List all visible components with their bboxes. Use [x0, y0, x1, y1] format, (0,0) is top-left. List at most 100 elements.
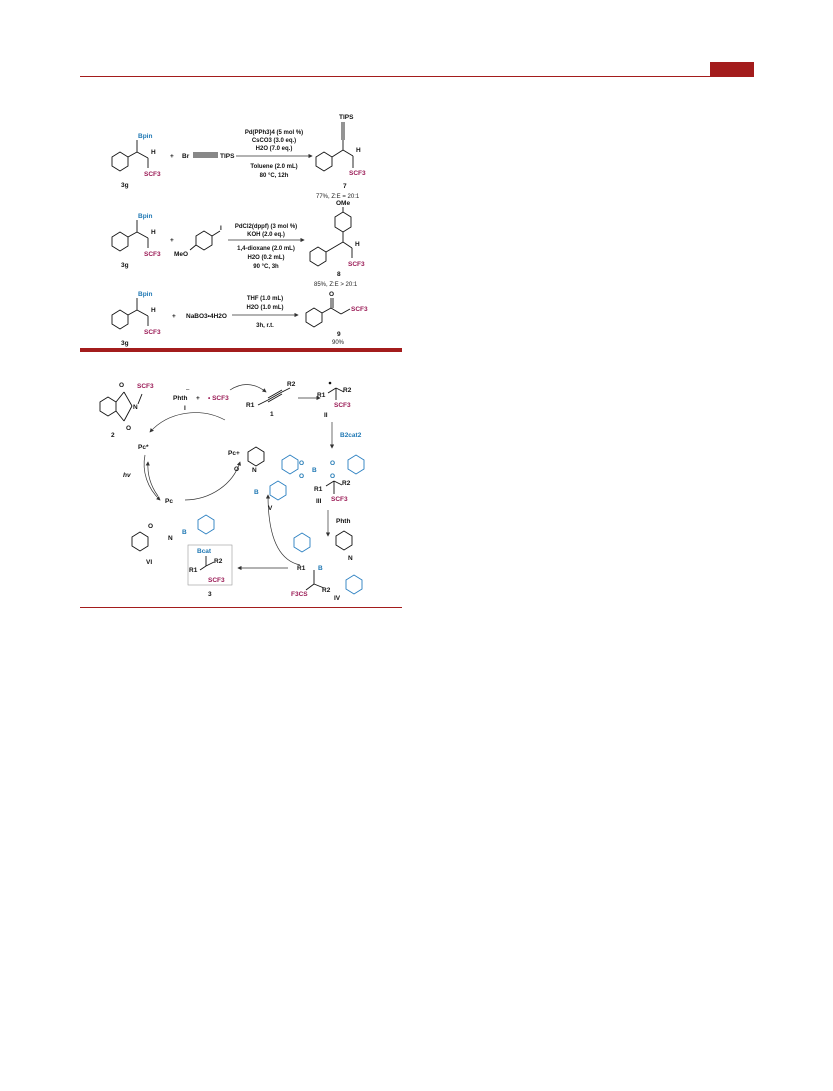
- svg-text:O: O: [330, 460, 335, 467]
- rxn2-partner: I MeO: [174, 225, 222, 258]
- cycle-arrow-right: [184, 461, 241, 501]
- rxn1-substrate-3g: Bpin H SCF3 3g: [111, 133, 161, 189]
- product-h-label-2: H: [355, 241, 360, 248]
- pc-star-label: Pc*: [138, 444, 149, 451]
- alkyne-r1: R1: [246, 402, 255, 409]
- tips-label: TIPS: [220, 153, 235, 160]
- phth-anion: Phth: [173, 395, 187, 402]
- rxn2-substrate-3g: Bpin H SCF3 3g: [111, 213, 161, 269]
- o-label-b: O: [126, 425, 131, 432]
- plus-mech: +: [196, 395, 200, 402]
- hv-label: hv: [123, 472, 131, 479]
- compound-label-3g-3: 3g: [121, 340, 129, 347]
- bpin-label-2: Bpin: [138, 213, 152, 220]
- rxn1-cond-3: H2O (7.0 eq.): [256, 146, 293, 152]
- compound-label-9: 9: [337, 331, 341, 338]
- rxn1-cond-1: Pd(PPh3)4 (5 mol %): [245, 130, 303, 136]
- IV-b: B: [318, 565, 323, 572]
- n-label: N: [133, 404, 138, 411]
- product3-r1: R1: [189, 567, 198, 574]
- V-n: N: [252, 467, 257, 474]
- label-III: III: [316, 498, 322, 505]
- br-label: Br: [182, 153, 190, 160]
- plus-sign-2: +: [170, 237, 174, 244]
- pc-label: Pc: [165, 498, 173, 505]
- intermediate-V: O N B V: [234, 446, 287, 512]
- rxn3-cond-2: H2O (1.0 mL): [246, 305, 283, 311]
- V-o: O: [234, 466, 239, 473]
- scf3-label-reagent2: SCF3: [137, 383, 154, 390]
- product-ome-label: OMe: [336, 200, 350, 207]
- phth-minus: –: [186, 387, 190, 393]
- compound-label-3g: 3g: [121, 182, 129, 189]
- rxn3-cond-1: THF (1.0 mL): [247, 296, 283, 302]
- rxn1-cond-2: CsCO3 (3.0 eq.): [252, 138, 296, 144]
- IV-r2: R2: [322, 587, 331, 594]
- svg-text:O: O: [299, 473, 304, 480]
- meo-label: MeO: [174, 251, 188, 258]
- plus-sign: +: [170, 153, 174, 160]
- scf3-label-3: SCF3: [144, 329, 161, 336]
- arrow-IV-to-V: [265, 494, 301, 566]
- compound-label-2: 2: [111, 432, 115, 439]
- rxn1-cond-4: Toluene (2.0 mL): [250, 164, 297, 170]
- label-V: V: [268, 505, 273, 512]
- label-I: I: [184, 405, 186, 412]
- b2cat2-label: B2cat2: [340, 432, 362, 439]
- compound-label-3g-2: 3g: [121, 262, 129, 269]
- product3-bcat: Bcat: [197, 548, 212, 555]
- product3-r2: R2: [214, 558, 223, 565]
- yield-8: 85%, Z:E > 20:1: [314, 282, 358, 288]
- product-scf3-label: SCF3: [349, 170, 366, 177]
- rxn2-product-8: OMe H SCF3 8 85%, Z:E > 20:1: [309, 200, 365, 288]
- label-VI: VI: [146, 559, 152, 566]
- svg-text:O: O: [330, 473, 335, 480]
- i-label: I: [220, 225, 222, 232]
- VI-n: N: [168, 535, 173, 542]
- rxn3-product-9: O SCF3 9 90%: [305, 291, 368, 346]
- reagent-2: O O N SCF3 2: [99, 382, 154, 439]
- phth-step-label: Phth: [336, 518, 350, 525]
- product3-scf3: SCF3: [208, 577, 225, 584]
- rxn2-cond-1: PdCl2(dppf) (3 mol %): [235, 224, 297, 230]
- radical-II: R1 R2 SCF3 II: [317, 381, 352, 419]
- V-b: B: [254, 489, 259, 496]
- yield-7: 77%, Z:E = 20:1: [316, 194, 360, 200]
- III-b: B: [312, 467, 317, 474]
- label-II: II: [324, 412, 328, 419]
- svg-text:O: O: [299, 460, 304, 467]
- II-r1: R1: [317, 392, 326, 399]
- bottom-rule: [80, 607, 402, 608]
- IV-n: N: [348, 555, 353, 562]
- compound-label-1: 1: [270, 411, 274, 418]
- label-IV: IV: [334, 595, 341, 602]
- alkyne-r2: R2: [287, 381, 296, 388]
- section-separator: [80, 348, 402, 352]
- intermediate-VI: O N B VI: [131, 514, 215, 566]
- compound-label-3: 3: [208, 591, 212, 598]
- header-rule: [80, 76, 754, 77]
- o-label-a: O: [119, 382, 124, 389]
- compound-label-8: 8: [337, 271, 341, 278]
- product-o-label: O: [329, 291, 334, 298]
- II-scf3: SCF3: [334, 402, 351, 409]
- product-tips-label: TIPS: [339, 114, 354, 121]
- product-scf3-label-2: SCF3: [348, 261, 365, 268]
- pc-plus-label: Pc+: [228, 450, 240, 457]
- VI-o: O: [148, 523, 153, 530]
- yield-9: 90%: [332, 340, 345, 346]
- bpin-label: Bpin: [138, 133, 152, 140]
- rxn2-cond-4: H2O (0.2 mL): [247, 255, 284, 261]
- bpin-label-3: Bpin: [138, 291, 152, 298]
- rxn2-cond-5: 90 °C, 3h: [253, 264, 279, 270]
- rxn3-cond-3: 3h, r.t.: [256, 323, 274, 329]
- radical-add-arrow: [229, 384, 267, 393]
- product-scf3-label-3: SCF3: [351, 306, 368, 313]
- III-scf3: SCF3: [331, 496, 348, 503]
- cycle-arrow-left: [143, 454, 161, 501]
- product-3-box: Bcat R1 R2 SCF3 3: [187, 544, 233, 598]
- IV-r1: R1: [297, 565, 306, 572]
- h-label-3: H: [151, 307, 156, 314]
- plus-sign-3: +: [172, 313, 176, 320]
